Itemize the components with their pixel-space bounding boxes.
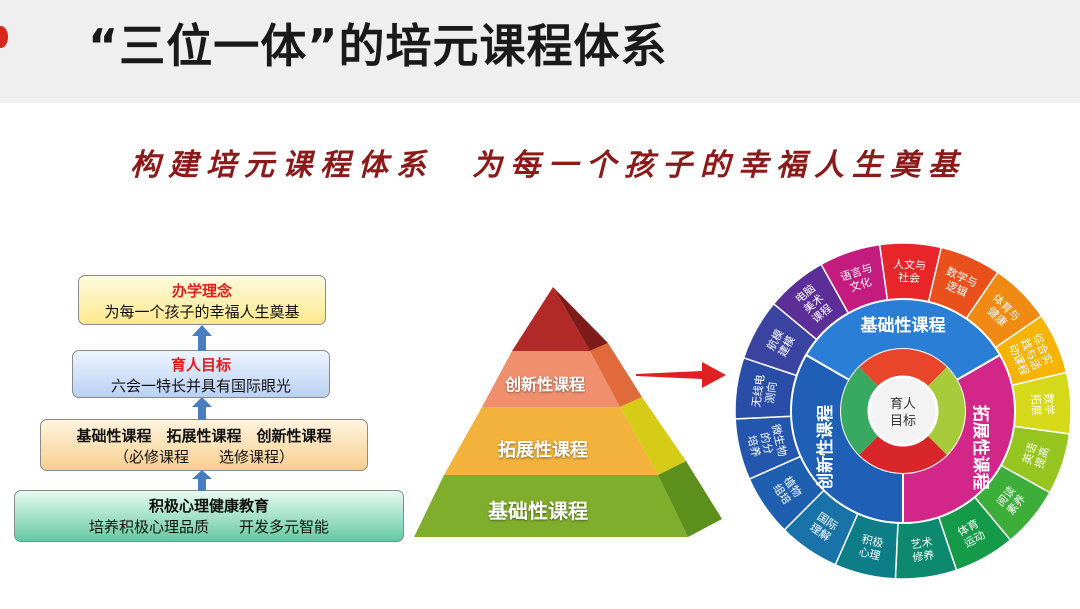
wheel-ring-label-innovative: 创新性课程: [815, 405, 836, 491]
pyramid-tier-innovative: [482, 351, 620, 407]
page-title: “三位一体”的培元课程体系: [88, 19, 668, 73]
up-arrow-icon: [192, 325, 212, 351]
pyramid-label-basic: 基础性课程: [488, 499, 588, 523]
wheel-outer-label: 艺术修养: [910, 536, 935, 565]
pyramid-tip: [512, 287, 590, 351]
wheel-center-circle: [867, 375, 939, 447]
wheel-outer-label: 英语提高: [1019, 441, 1052, 470]
philosophy-box: 办学理念 为每一个孩子的幸福人生奠基: [78, 275, 326, 325]
course-pyramid: [414, 287, 722, 537]
philosophy-text: 为每一个孩子的幸福人生奠基: [104, 303, 300, 321]
pyramid-label-innovative: 创新性课程: [505, 375, 586, 394]
pyramid-tier-basic: [414, 475, 688, 537]
courses-title: 基础性课程 拓展性课程 创新性课程: [76, 427, 332, 445]
up-arrow-icon: [192, 397, 212, 420]
goal-title: 育人目标: [170, 356, 231, 374]
courses-box: 基础性课程 拓展性课程 创新性课程 （必修课程 选修课程）: [40, 419, 368, 471]
slogan: 构建培元课程体系 为每一个孩子的幸福人生奠基: [130, 148, 966, 183]
wheel-outer-label: 人文与社会: [892, 257, 926, 285]
wheel-ring-label-extension: 拓展性课程: [970, 405, 991, 490]
psychology-title: 积极心理健康教育: [148, 497, 269, 515]
wheel-outer-label: 无线电测向: [749, 374, 780, 410]
psychology-box: 积极心理健康教育 培养积极心理品质 开发多元智能: [14, 490, 404, 542]
philosophy-title: 办学理念: [171, 282, 232, 300]
psychology-text: 培养积极心理品质 开发多元智能: [88, 518, 329, 536]
courses-text: （必修课程 选修课程）: [113, 448, 294, 466]
pyramid-label-extension: 拓展性课程: [498, 440, 588, 461]
course-wheel: 人文与社会数学与逻辑体育与健康综合实践与活动课程数学拓展英语提高阅读素养体育运动…: [734, 242, 1072, 580]
wheel-outer-label: 积极心理: [857, 532, 885, 563]
wheel-ring-label-basic: 基础性课程: [860, 315, 946, 336]
header-band: [0, 0, 1080, 103]
up-arrow-icon: [192, 470, 212, 491]
wheel-center-label: 育人目标: [890, 396, 916, 429]
wheel-outer-label: 数学拓展: [1029, 393, 1057, 416]
goal-box: 育人目标 六会一特长并具有国际眼光: [72, 350, 330, 398]
red-arrow-icon: [636, 362, 726, 388]
goal-text: 六会一特长并具有国际眼光: [110, 377, 291, 395]
red-accent-mark: [0, 26, 8, 48]
pyramid-tier-extension: [444, 407, 658, 475]
